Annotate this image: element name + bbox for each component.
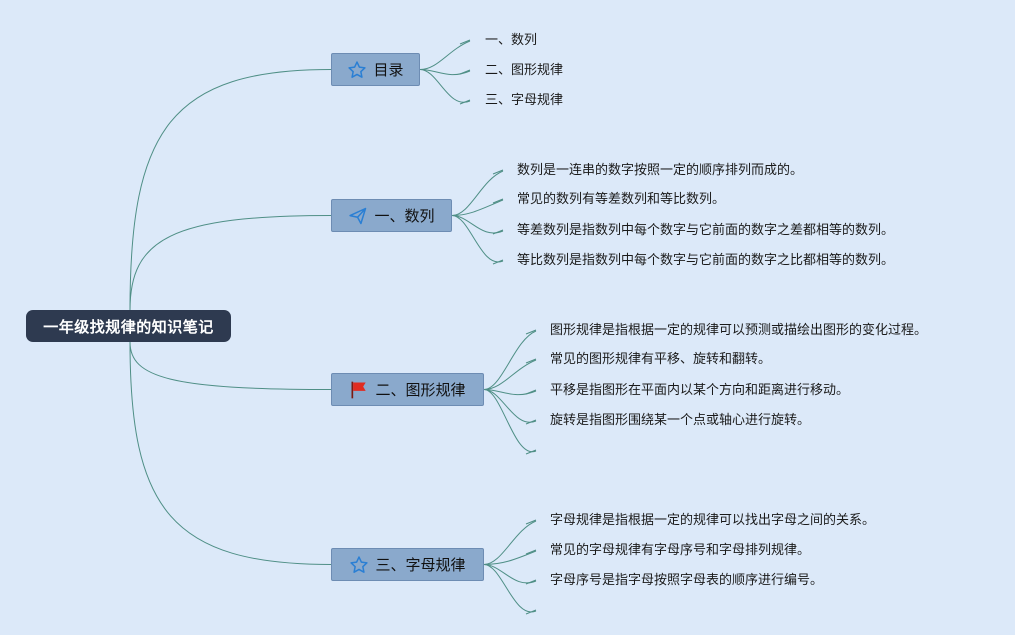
leaf-item[interactable]: 等差数列是指数列中每个数字与它前面的数字之差都相等的数列。	[517, 223, 895, 238]
leaf-item[interactable]: 常见的字母规律有字母序号和字母排列规律。	[550, 543, 811, 558]
branch-connector	[129, 69, 332, 311]
topic-label: 二、图形规律	[375, 381, 466, 399]
leaf-item[interactable]: 一、数列	[485, 33, 538, 48]
leaf-item[interactable]: 平移是指图形在平面内以某个方向和距离进行移动。	[550, 383, 850, 398]
leaf-item[interactable]: 字母规律是指根据一定的规律可以找出字母之间的关系。	[550, 513, 876, 528]
leaf-connector-tail	[525, 389, 537, 395]
topic-label: 一、数列	[374, 207, 435, 225]
leaf-connector	[451, 170, 504, 216]
leaf-item[interactable]: 等比数列是指数列中每个数字与它前面的数字之比都相等的数列。	[517, 253, 895, 268]
topic-label: 目录	[373, 61, 404, 79]
leaf-connector-tail	[492, 259, 504, 265]
leaf-connector	[483, 564, 537, 613]
leaf-connector-tail	[492, 169, 504, 175]
leaf-connector	[451, 215, 504, 263]
leaf-item[interactable]: 常见的数列有等差数列和等比数列。	[517, 192, 726, 207]
leaf-connector	[483, 359, 537, 390]
topic-node[interactable]: 一、数列	[331, 199, 452, 232]
leaf-connector-tail	[525, 449, 537, 455]
leaf-connector	[451, 215, 504, 234]
leaf-connector	[483, 389, 537, 453]
branch-connector	[129, 341, 332, 390]
leaf-item[interactable]: 数列是一连串的数字按照一定的顺序排列而成的。	[517, 163, 804, 178]
root-title: 一年级找规律的知识笔记	[43, 317, 214, 336]
leaf-connector-tail	[525, 419, 537, 425]
topic-node[interactable]: 三、字母规律	[331, 548, 484, 581]
leaf-connector	[483, 550, 537, 565]
leaf-connector-tail	[459, 69, 471, 75]
leaf-item[interactable]: 常见的图形规律有平移、旋转和翻转。	[550, 352, 772, 367]
leaf-connector-tail	[525, 519, 537, 525]
leaf-connector-tail	[525, 549, 537, 555]
leaf-item[interactable]: 字母序号是指字母按照字母表的顺序进行编号。	[550, 573, 824, 588]
leaf-connector-tail	[459, 39, 471, 45]
leaf-connector	[483, 520, 537, 565]
leaf-connector	[419, 69, 471, 103]
leaf-item[interactable]: 二、图形规律	[485, 63, 564, 78]
leaf-connector	[419, 40, 471, 70]
leaf-connector-tail	[492, 229, 504, 235]
paper-plane-icon	[348, 206, 368, 226]
topic-node[interactable]: 目录	[331, 53, 420, 86]
star-icon	[347, 60, 367, 80]
leaf-item[interactable]: 旋转是指图形围绕某一个点或轴心进行旋转。	[550, 413, 811, 428]
leaf-connector-tail	[525, 579, 537, 585]
branch-connector	[129, 215, 332, 311]
leaf-connector	[483, 330, 537, 390]
star-icon	[349, 555, 369, 575]
leaf-connector-tail	[459, 99, 471, 105]
leaf-item[interactable]: 图形规律是指根据一定的规律可以预测或描绘出图形的变化过程。	[550, 323, 928, 338]
leaf-connector-tail	[525, 609, 537, 615]
leaf-connector	[451, 199, 504, 216]
leaf-connector-tail	[525, 329, 537, 335]
topic-node[interactable]: 二、图形规律	[331, 373, 484, 406]
leaf-connector-tail	[525, 358, 537, 364]
red-flag-icon	[349, 380, 369, 400]
leaf-connector-tail	[492, 198, 504, 204]
branch-connector	[129, 341, 332, 565]
topic-label: 三、字母规律	[375, 556, 466, 574]
root-node[interactable]: 一年级找规律的知识笔记	[26, 310, 231, 342]
leaf-item[interactable]: 三、字母规律	[485, 93, 564, 108]
